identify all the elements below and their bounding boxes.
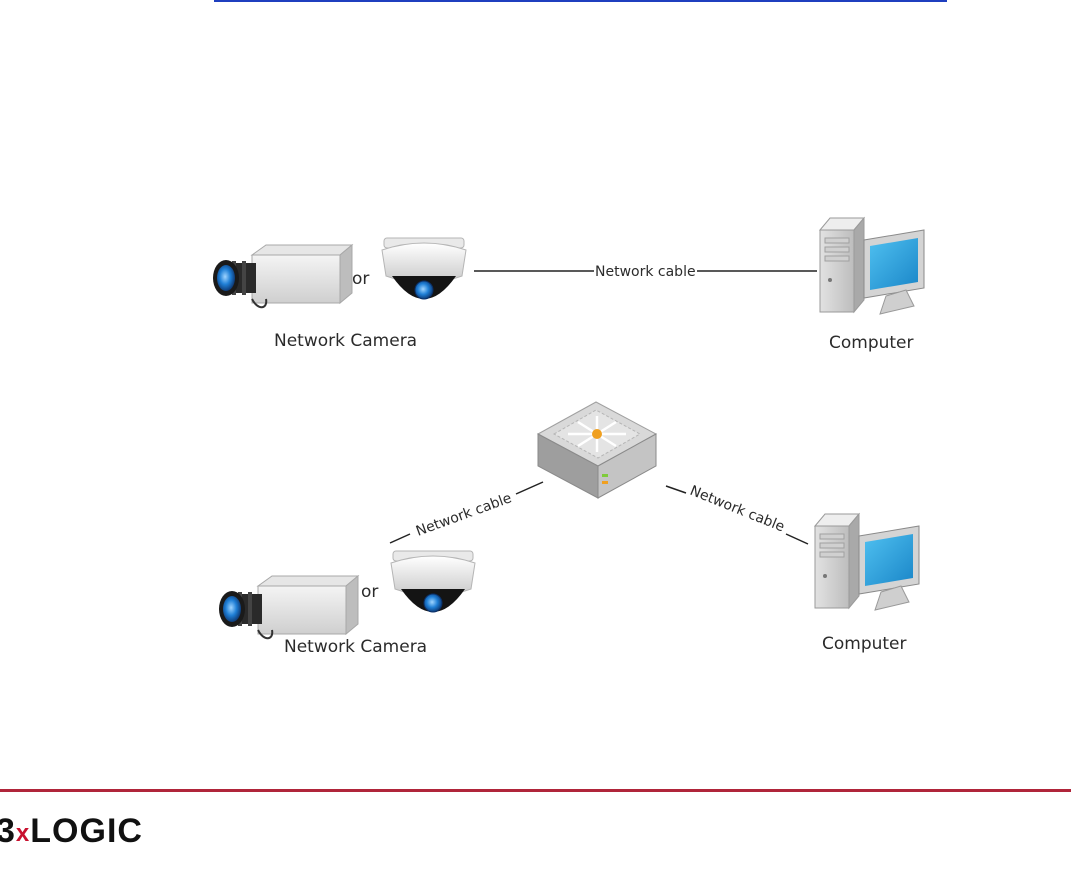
- computer-icon: [819, 217, 925, 315]
- box-camera-icon: [218, 575, 359, 640]
- logo-x: x: [15, 820, 31, 847]
- logo-text-part1: 3: [0, 812, 16, 850]
- computer-label: Computer: [822, 634, 907, 654]
- logo-text-part2: LOGIC: [30, 812, 143, 850]
- network-cable-line: [785, 533, 809, 545]
- network-switch-icon: [536, 400, 658, 500]
- dome-camera-icon: [381, 237, 467, 300]
- diagram2: Network cable Network cable or Network C…: [218, 400, 920, 657]
- network-cable-label: Network cable: [595, 264, 696, 280]
- footer-rule: [0, 789, 1071, 792]
- diagram1: or Network cable Network Camera Computer: [212, 217, 925, 353]
- network-camera-label: Network Camera: [274, 331, 417, 351]
- computer-icon: [814, 513, 920, 611]
- computer-label: Computer: [829, 333, 914, 353]
- company-logo: 3xLOGIC: [0, 812, 143, 851]
- box-camera-icon: [212, 244, 353, 309]
- network-cable-line: [389, 533, 411, 544]
- network-cable-label: Network cable: [414, 490, 514, 539]
- network-cable-line: [515, 481, 544, 495]
- network-cable-line: [665, 485, 687, 494]
- network-camera-label: Network Camera: [284, 637, 427, 657]
- network-cable-label: Network cable: [688, 483, 787, 536]
- dome-camera-icon: [390, 550, 476, 613]
- or-text: or: [352, 269, 369, 289]
- top-rule: [214, 0, 947, 2]
- network-diagram: or Network cable Network Camera Computer…: [212, 217, 925, 657]
- or-text: or: [361, 582, 378, 602]
